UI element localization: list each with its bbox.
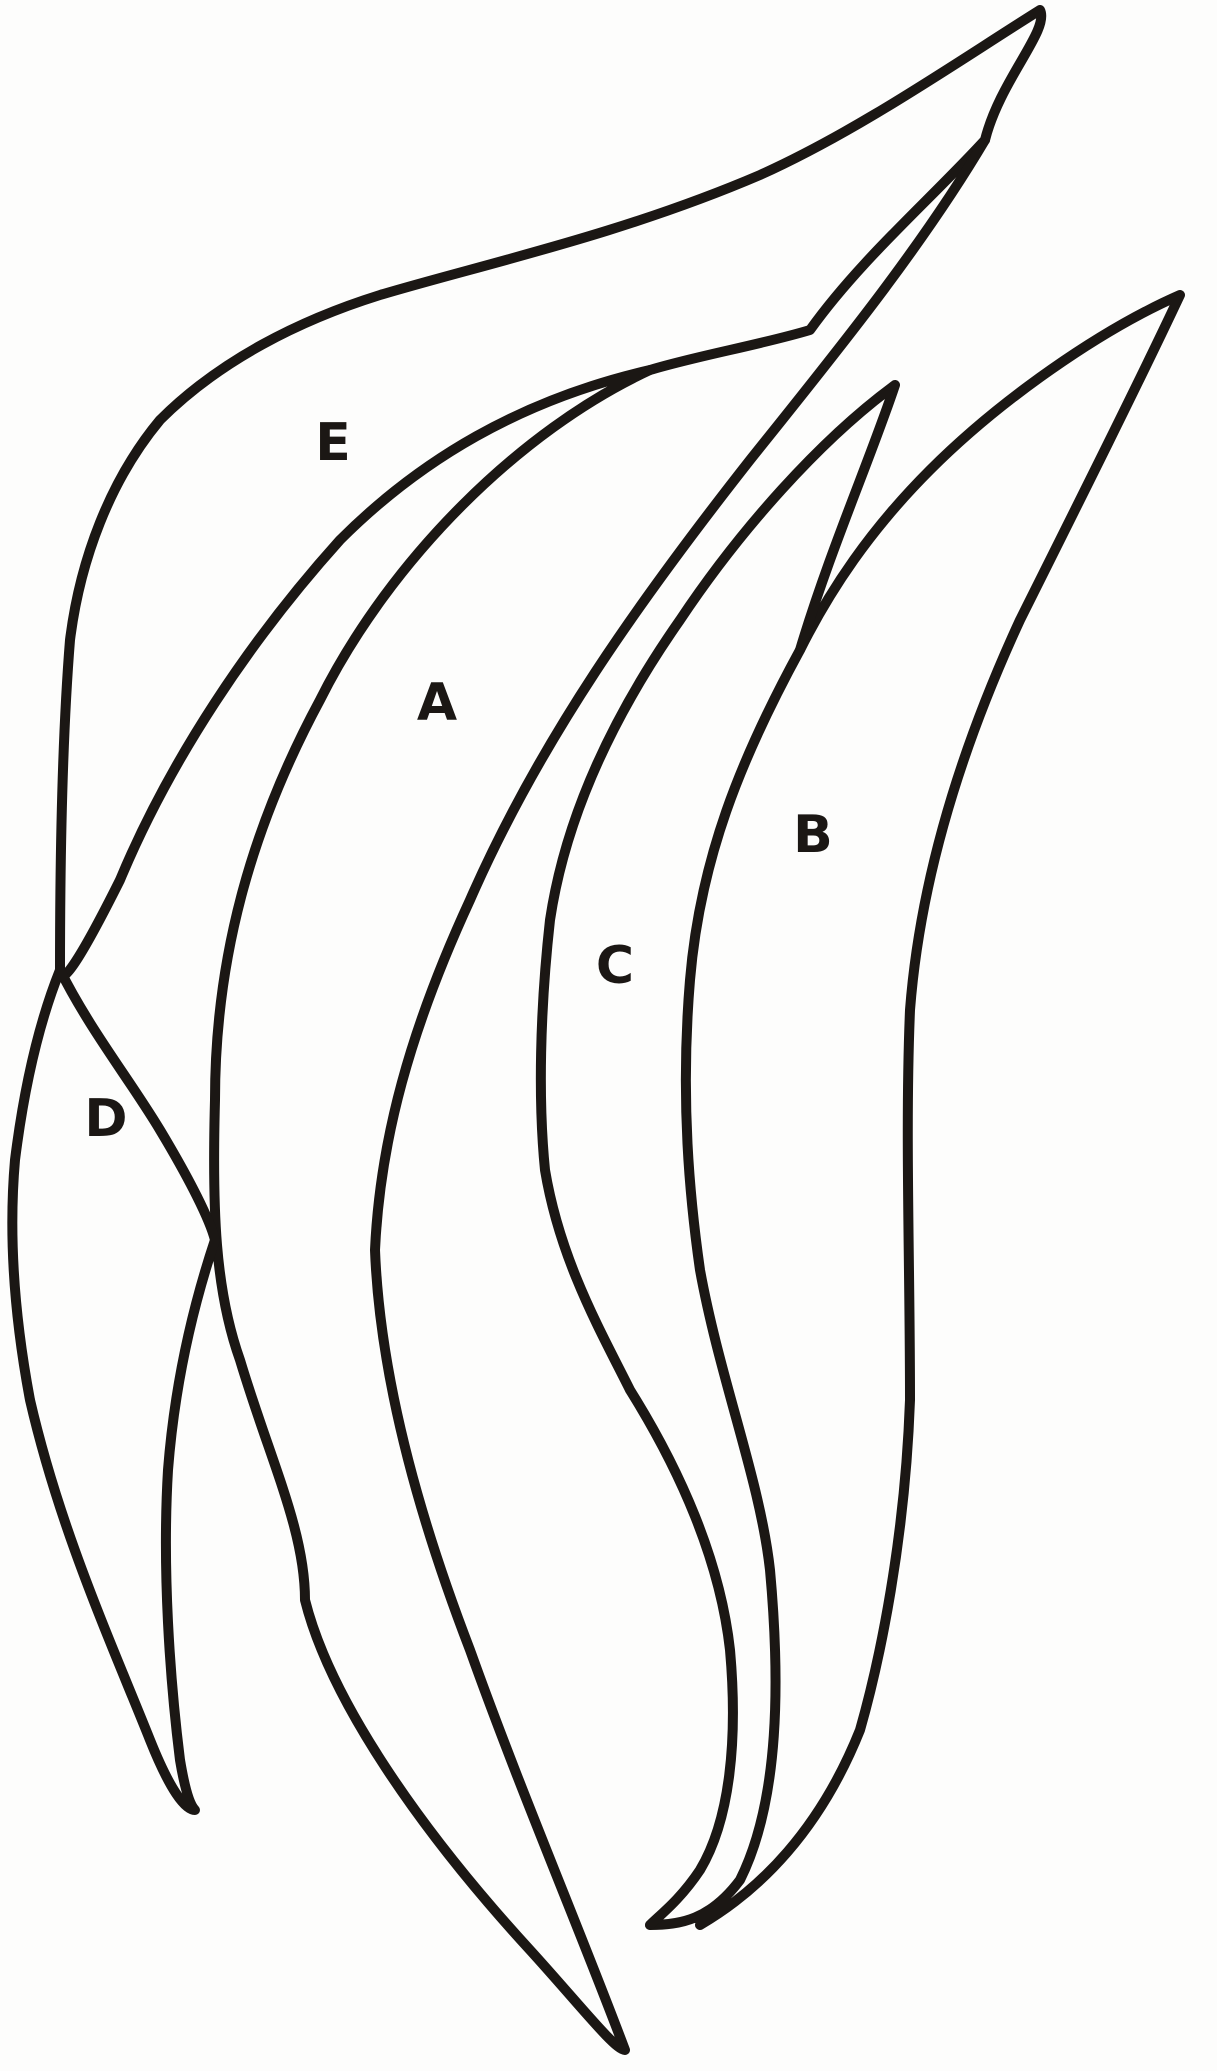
piece-d-label: D bbox=[84, 1089, 127, 1149]
piece-b-label: B bbox=[793, 805, 833, 865]
piece-a-label: A bbox=[417, 673, 457, 733]
piece-c-outline bbox=[541, 385, 895, 1925]
piece-e-outline bbox=[60, 10, 1041, 970]
piece-c-label: C bbox=[596, 936, 634, 996]
piece-e-label: E bbox=[315, 413, 351, 473]
